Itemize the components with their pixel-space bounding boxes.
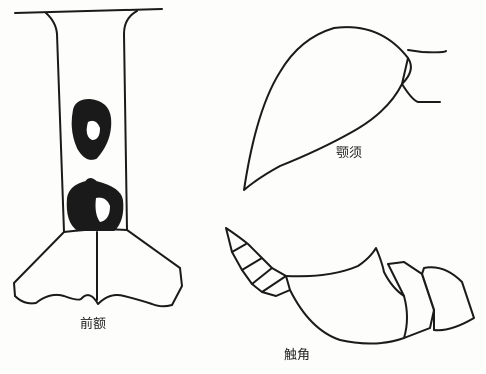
frons-label: 前额 <box>80 318 106 331</box>
antenna-ring-1 <box>232 244 246 252</box>
antenna-main-segment <box>286 248 407 344</box>
frons-right-border <box>124 11 137 230</box>
antenna-middle-seam <box>388 264 404 296</box>
frons-top-edge <box>15 9 162 13</box>
frons-left-border <box>46 13 64 232</box>
frons-scalloped-edge <box>15 295 172 306</box>
frons-fan-right <box>127 230 182 305</box>
antenna-distal-segments <box>226 228 290 296</box>
antenna-ring-2 <box>242 258 262 270</box>
antenna-middle-block <box>388 262 434 338</box>
frons-fan-left <box>14 232 64 296</box>
maxillary-palp-drawing <box>244 27 446 190</box>
maxillary-palp-upper-stub <box>408 50 446 52</box>
maxillary-palp-lower-stub <box>402 84 440 102</box>
frons-drawing <box>14 9 182 306</box>
antenna-drawing <box>226 228 474 344</box>
maxillary-palp-label: 颚须 <box>336 147 362 160</box>
frons-lower-spot <box>68 179 123 230</box>
antenna-ring-4 <box>262 276 286 292</box>
antenna-ring-3 <box>252 268 272 284</box>
antenna-end-block <box>422 267 474 330</box>
maxillary-palp-segment <box>244 27 408 190</box>
antenna-label: 触角 <box>284 349 310 362</box>
